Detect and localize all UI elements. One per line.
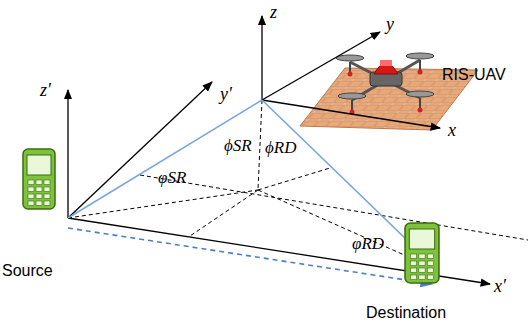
angle-label: φSR xyxy=(158,168,186,188)
direct-link-arrow xyxy=(68,228,432,284)
phone-node: Destination xyxy=(404,222,440,284)
axis-label: z′ xyxy=(40,80,51,101)
angle-label: φRD xyxy=(352,234,384,254)
uav-drone xyxy=(336,53,434,115)
phone-icon xyxy=(22,148,56,210)
node-label: RIS-UAV xyxy=(442,66,506,84)
axis-label: z xyxy=(270,2,277,23)
uav-node: RIS-UAV xyxy=(300,40,470,130)
node-label: Source xyxy=(2,262,53,280)
axis-label: x′ xyxy=(494,276,506,297)
axis-label: x xyxy=(448,120,456,141)
axis-label: y xyxy=(386,14,394,35)
phone-icon xyxy=(404,222,440,284)
relay-link xyxy=(68,100,262,218)
angle-label: ϕRD xyxy=(265,138,296,158)
projection-lines xyxy=(68,100,528,270)
coordinate-axes xyxy=(68,16,490,284)
angle-label: ϕSR xyxy=(224,136,252,156)
axis-label: y′ xyxy=(220,84,232,105)
node-label: Destination xyxy=(366,304,446,322)
phone-node: Source xyxy=(22,148,56,210)
relay-link xyxy=(262,100,438,270)
